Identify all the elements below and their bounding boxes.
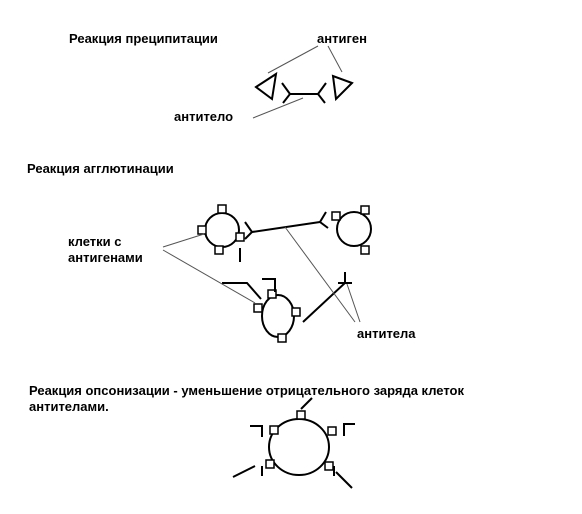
cell-1-antigen xyxy=(197,225,207,235)
cell-3 xyxy=(261,294,295,338)
antibody-fork xyxy=(318,211,329,229)
antigen-right xyxy=(331,74,354,102)
opsonin-antibody xyxy=(232,465,256,478)
antibody-long xyxy=(251,221,321,233)
opsonized-cell-antigen xyxy=(327,426,337,436)
agglutination-pointers xyxy=(162,226,361,323)
cell-3-antigen xyxy=(291,307,301,317)
opsonin-antibody xyxy=(343,423,355,436)
cell-1 xyxy=(204,212,240,248)
antigen-left xyxy=(254,71,278,101)
opsonin-antibody xyxy=(250,425,263,437)
precipitation-title: Реакция преципитации xyxy=(69,31,218,46)
antibody-right xyxy=(316,82,327,104)
antibodies-pointer xyxy=(284,226,356,323)
opsonized-cell-antigen xyxy=(265,459,275,469)
cell-1-antigen xyxy=(217,204,227,214)
cells-pointer xyxy=(162,249,256,304)
antibodies-pointer xyxy=(346,283,361,323)
opsonin-antibody xyxy=(335,471,353,489)
opsonin-antibody xyxy=(300,397,313,410)
cells-label-line2: антигенами xyxy=(68,250,143,265)
cell-3-antigen xyxy=(253,303,263,313)
opsonized-cell-antigen xyxy=(269,425,279,435)
antigen-pointer-left xyxy=(267,45,319,74)
cell-2 xyxy=(336,211,372,247)
opsonization-title-line1: Реакция опсонизации - уменьшение отрицат… xyxy=(29,383,465,398)
cell-2-antigen xyxy=(331,211,341,221)
cell-1-antigen xyxy=(214,245,224,255)
agglutination-title: Реакция агглютинации xyxy=(27,161,174,176)
antibody-label: антитело xyxy=(174,109,234,124)
precipitation-pointers xyxy=(252,45,343,119)
cell-2-antigen xyxy=(360,245,370,255)
precipitation-diagram xyxy=(254,71,354,104)
antibody-left xyxy=(281,82,292,104)
cells-pointer xyxy=(162,233,205,248)
cell-2-antigen xyxy=(360,205,370,215)
cell-3-antigen xyxy=(277,333,287,343)
antibodies-label: антитела xyxy=(357,326,416,341)
opsonization-diagram xyxy=(265,410,337,476)
opsonized-cell-antigen xyxy=(296,410,306,420)
antibody-hook xyxy=(222,282,262,300)
antigen-label: антиген xyxy=(317,31,367,46)
opsonization-antibodies xyxy=(232,397,355,489)
cells-label-line1: клетки с xyxy=(68,234,122,249)
opsonized-cell-antigen xyxy=(324,461,334,471)
antibody-fork xyxy=(244,221,254,240)
cell-3-antigen xyxy=(267,289,277,299)
cell-1-antigen xyxy=(235,232,245,242)
agglutination-diagram xyxy=(197,204,372,343)
antigen-pointer-right xyxy=(327,45,343,73)
antibody-hook xyxy=(262,278,276,292)
agglutination-antibodies xyxy=(222,211,352,323)
antibody-pointer xyxy=(252,97,304,119)
opsonization-title-line2: антителами. xyxy=(29,399,109,414)
